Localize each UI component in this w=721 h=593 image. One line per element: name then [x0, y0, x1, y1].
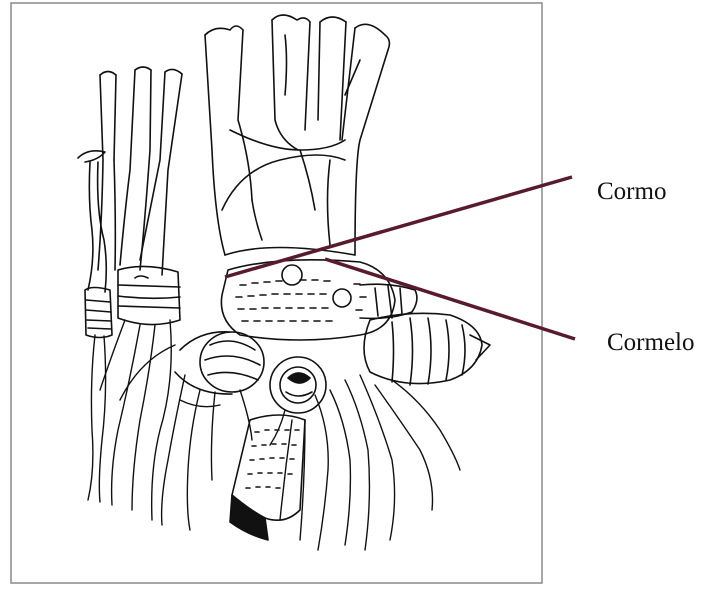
left-leaf-tubes — [78, 67, 182, 292]
roots — [88, 320, 460, 550]
right-cormels — [360, 284, 490, 385]
left-cormel — [175, 332, 264, 394]
plant-drawing — [78, 15, 490, 550]
center-cormel — [270, 357, 326, 413]
cormel-leader-line — [325, 259, 575, 339]
figure-frame — [11, 3, 542, 583]
cormel-label: Cormelo — [607, 329, 695, 357]
corm-leader-line — [225, 177, 572, 277]
corm-label: Cormo — [597, 178, 666, 206]
bottom-cormel — [230, 415, 305, 540]
left-bulbs — [85, 266, 180, 337]
main-stem-tubes — [205, 15, 389, 255]
